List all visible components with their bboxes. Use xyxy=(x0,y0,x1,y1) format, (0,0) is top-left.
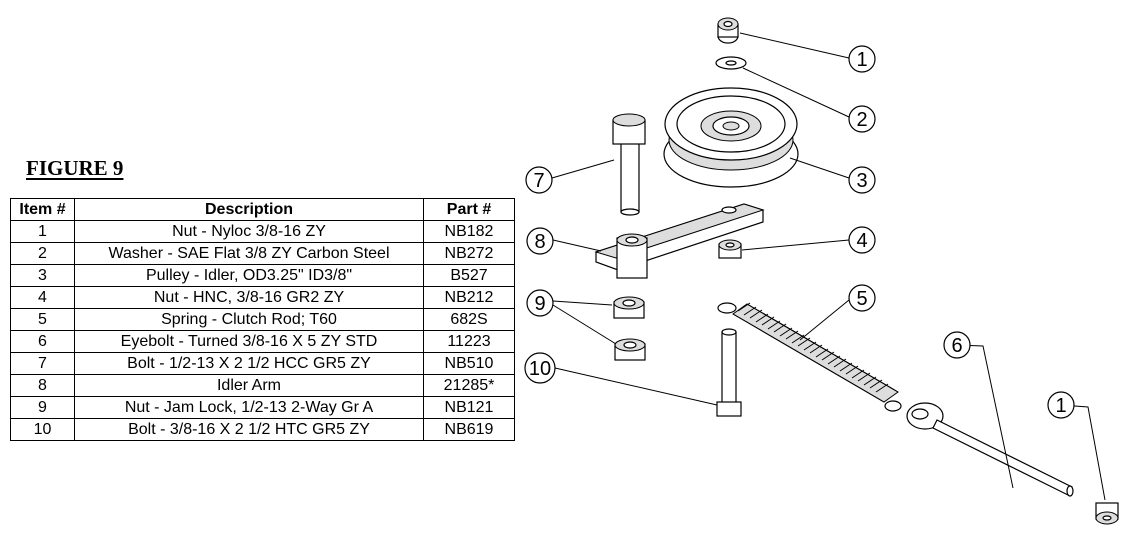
idler-pulley xyxy=(663,87,799,188)
cell-part: NB510 xyxy=(423,352,515,375)
header-description: Description xyxy=(74,198,424,221)
cell-item: 2 xyxy=(10,242,75,265)
figure-title: FIGURE 9 xyxy=(26,156,124,180)
svg-text:4: 4 xyxy=(856,230,867,252)
cell-part: NB619 xyxy=(423,418,515,441)
hex-nut xyxy=(718,239,742,259)
cell-item: 3 xyxy=(10,264,75,287)
svg-text:8: 8 xyxy=(534,231,545,253)
header-part: Part # xyxy=(423,198,515,221)
cell-item: 7 xyxy=(10,352,75,375)
cell-item: 1 xyxy=(10,220,75,243)
callout-1-bottom: 1 xyxy=(1047,391,1075,419)
cell-description: Idler Arm xyxy=(74,374,424,397)
cell-part: B527 xyxy=(423,264,515,287)
bolt-three-eighths xyxy=(716,328,742,417)
table-header-row: Item # Description Part # xyxy=(10,198,515,221)
callout-6: 6 xyxy=(943,331,971,359)
callout-5: 5 xyxy=(848,284,876,312)
cell-part: 682S xyxy=(423,308,515,331)
clutch-rod-spring xyxy=(717,302,902,412)
cell-part: NB182 xyxy=(423,220,515,243)
cell-description: Spring - Clutch Rod; T60 xyxy=(74,308,424,331)
cell-item: 9 xyxy=(10,396,75,419)
exploded-view-diagram: 1 2 3 7 8 4 9 5 6 10 1 xyxy=(524,17,1119,525)
cell-item: 5 xyxy=(10,308,75,331)
svg-text:1: 1 xyxy=(856,49,867,71)
jam-lock-nut-upper xyxy=(613,296,645,319)
callout-2: 2 xyxy=(848,105,876,133)
cell-item: 6 xyxy=(10,330,75,353)
cell-part: NB212 xyxy=(423,286,515,309)
callout-8: 8 xyxy=(526,227,554,255)
callout-10: 10 xyxy=(524,352,556,384)
washer xyxy=(715,56,747,70)
svg-text:10: 10 xyxy=(529,358,551,380)
eyebolt xyxy=(906,402,1074,497)
callout-3: 3 xyxy=(848,166,876,194)
cell-description: Washer - SAE Flat 3/8 ZY Carbon Steel xyxy=(74,242,424,265)
nyloc-nut-top xyxy=(717,17,739,44)
callout-9: 9 xyxy=(526,289,554,317)
bolt-half-inch xyxy=(612,113,646,216)
cell-description: Bolt - 3/8-16 X 2 1/2 HTC GR5 ZY xyxy=(74,418,424,441)
nyloc-nut-bottom xyxy=(1095,502,1119,525)
cell-description: Eyebolt - Turned 3/8-16 X 5 ZY STD xyxy=(74,330,424,353)
cell-item: 8 xyxy=(10,374,75,397)
svg-text:2: 2 xyxy=(856,109,867,131)
cell-description: Nut - Jam Lock, 1/2-13 2-Way Gr A xyxy=(74,396,424,419)
cell-description: Bolt - 1/2-13 X 2 1/2 HCC GR5 ZY xyxy=(74,352,424,375)
callout-4: 4 xyxy=(848,226,876,254)
svg-text:6: 6 xyxy=(951,335,962,357)
svg-text:9: 9 xyxy=(534,293,545,315)
cell-part: NB121 xyxy=(423,396,515,419)
cell-item: 10 xyxy=(10,418,75,441)
svg-text:3: 3 xyxy=(856,170,867,192)
cell-description: Nut - Nyloc 3/8-16 ZY xyxy=(74,220,424,243)
cell-description: Nut - HNC, 3/8-16 GR2 ZY xyxy=(74,286,424,309)
svg-text:1: 1 xyxy=(1055,395,1066,417)
callout-7: 7 xyxy=(525,166,553,194)
cell-part: 21285* xyxy=(423,374,515,397)
header-item: Item # xyxy=(10,198,75,221)
idler-arm xyxy=(594,203,765,279)
svg-text:5: 5 xyxy=(856,288,867,310)
jam-lock-nut-lower xyxy=(614,338,646,361)
callout-1-top: 1 xyxy=(848,45,876,73)
cell-part: 11223 xyxy=(423,330,515,353)
svg-text:7: 7 xyxy=(533,170,544,192)
cell-item: 4 xyxy=(10,286,75,309)
cell-description: Pulley - Idler, OD3.25" ID3/8" xyxy=(74,264,424,287)
cell-part: NB272 xyxy=(423,242,515,265)
